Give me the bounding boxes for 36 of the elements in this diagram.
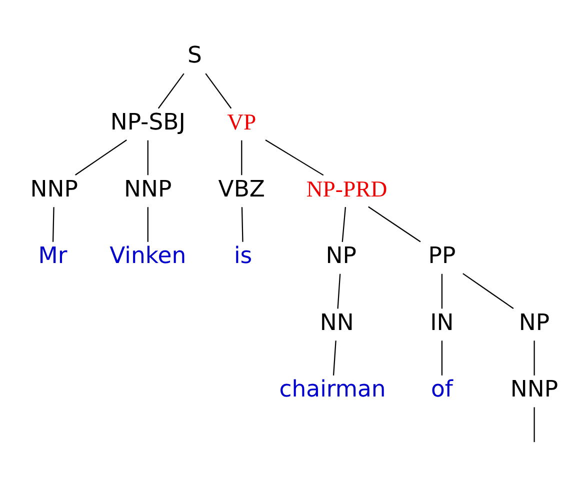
node-text: is: [234, 242, 252, 269]
node-text: NP-PRD: [306, 176, 388, 201]
node-text: VBZ: [218, 176, 265, 202]
connector: [337, 273, 341, 308]
node-text: NNP: [124, 176, 172, 202]
connector: [158, 72, 184, 108]
connector: [147, 206, 148, 242]
node-text: NP: [326, 242, 356, 269]
node-text: of: [431, 376, 453, 402]
connector: [462, 272, 514, 308]
connector: [147, 140, 148, 175]
connector: [241, 206, 244, 242]
node-text: IN: [430, 309, 454, 336]
node-text: NP-SBJ: [110, 108, 186, 135]
connector: [342, 206, 346, 242]
connector: [52, 206, 54, 242]
connector: [332, 340, 336, 375]
node-text: Mr: [38, 242, 68, 269]
connector: [534, 406, 535, 442]
node-text: VP: [227, 108, 256, 134]
connector: [534, 340, 535, 375]
connector: [205, 72, 232, 108]
node-text: S: [188, 42, 202, 68]
connector: [75, 139, 127, 175]
node-text: NNP: [30, 176, 78, 202]
node-text: PP: [428, 242, 456, 269]
connector: [241, 140, 242, 175]
node-text: NNP: [510, 376, 558, 402]
connector: [441, 340, 443, 375]
node-text: NN: [320, 309, 354, 336]
connector: [368, 206, 421, 242]
node-text: Vinken: [110, 242, 186, 269]
node-text: NP: [518, 309, 550, 336]
connector: [265, 139, 324, 176]
connector: [441, 273, 443, 308]
node-text: chairman: [279, 376, 386, 402]
